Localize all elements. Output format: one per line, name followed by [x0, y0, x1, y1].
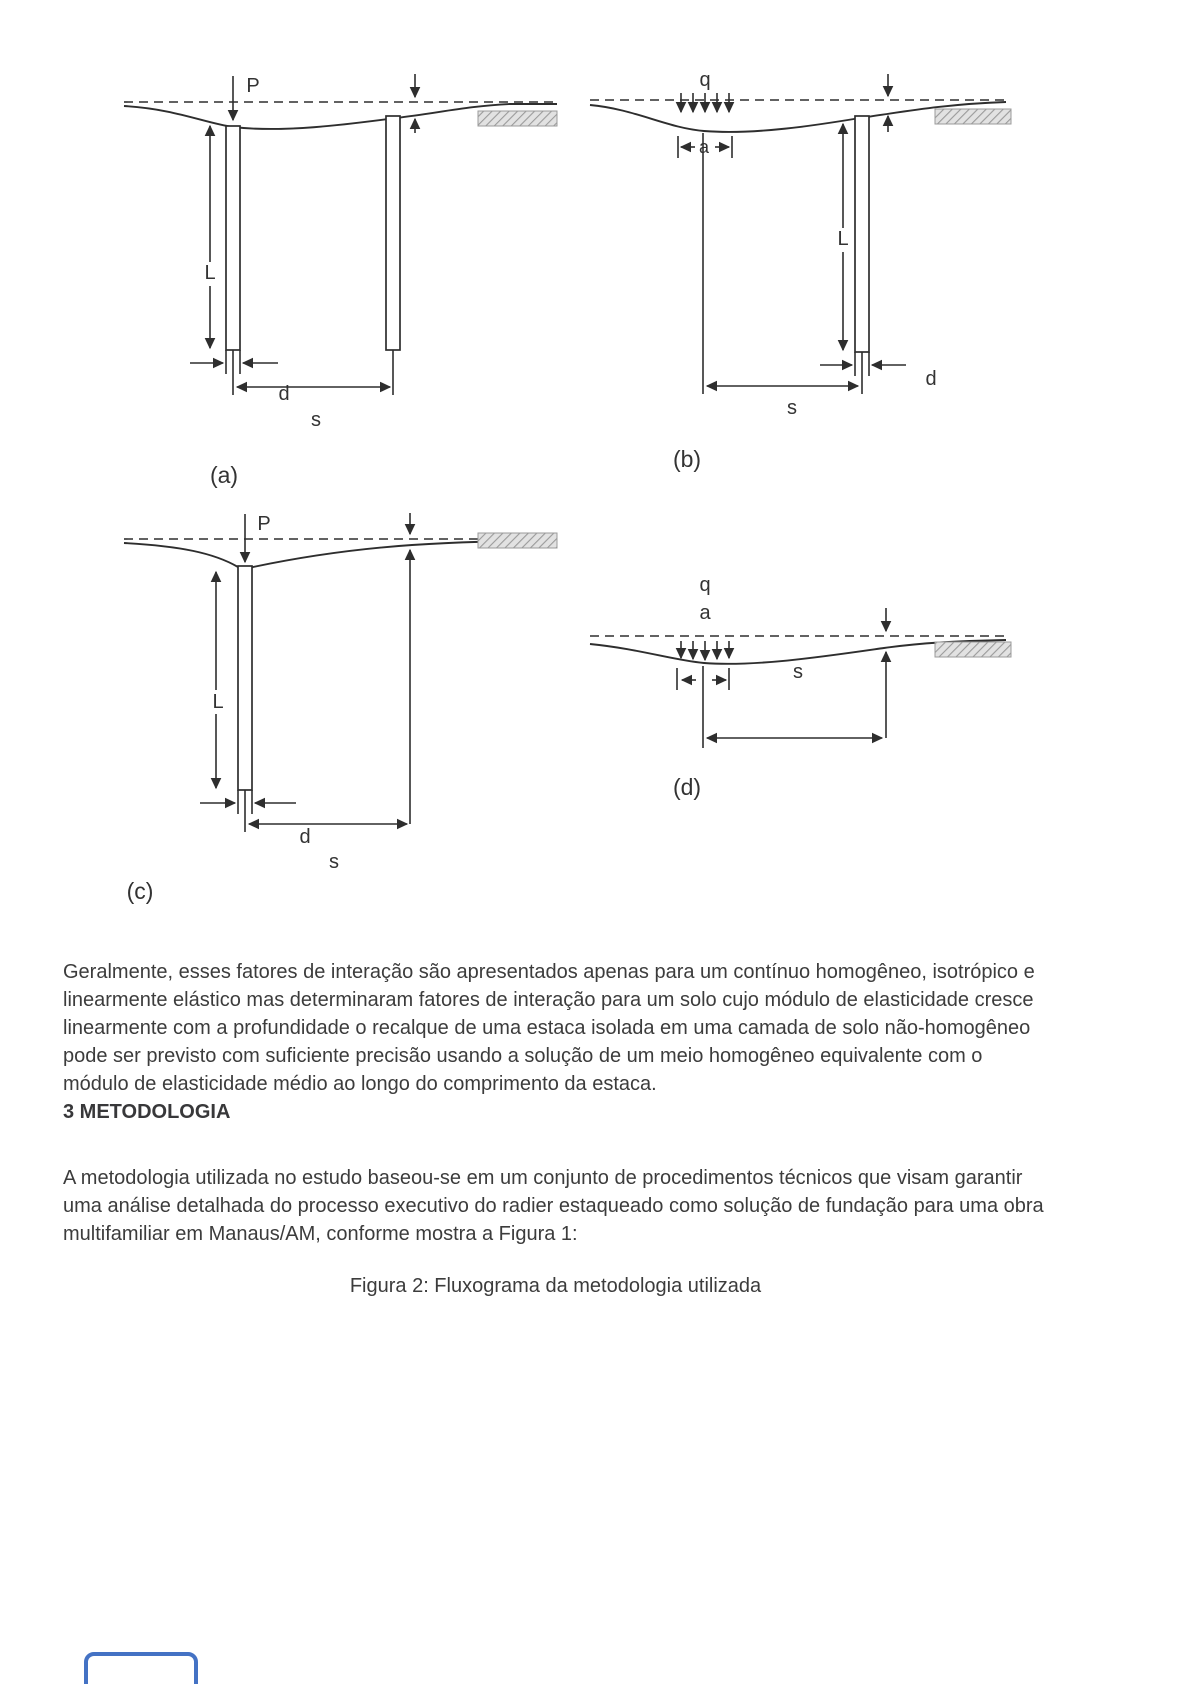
hatch-block: [477, 532, 558, 549]
panel-b-load-to-pile: q a L d: [589, 69, 1012, 472]
panel-caption: (b): [673, 446, 701, 472]
loaded-pile: [237, 565, 253, 791]
panel-caption: (a): [210, 462, 238, 488]
spacing-label: s: [311, 409, 321, 431]
diameter-label: d: [299, 826, 310, 848]
load-label: q: [699, 574, 710, 596]
panel-c-pile-to-soil: P L d s (c): [123, 513, 558, 904]
figure-pile-interaction-diagrams: P L d s (a): [123, 69, 1012, 904]
panel-a-pile-to-pile: P L d s (a): [123, 74, 558, 488]
loaded-pile: [225, 125, 241, 351]
flowchart-box-partial: [84, 1652, 198, 1684]
spacing-label: s: [787, 397, 797, 419]
load-label: P: [246, 75, 259, 97]
body-text: Geralmente, esses fatores de interação s…: [63, 958, 1048, 1300]
length-label: L: [204, 262, 215, 284]
paragraph-interaction-factors: Geralmente, esses fatores de interação s…: [63, 961, 1035, 1095]
diameter-label: d: [925, 368, 936, 390]
width-label: a: [699, 137, 710, 157]
width-label: a: [699, 602, 711, 624]
paragraph-methodology: A metodologia utilizada no estudo baseou…: [63, 1167, 1044, 1245]
hatch-block: [934, 641, 1012, 658]
panel-caption: (d): [673, 774, 701, 800]
settlement-curve: [123, 103, 557, 130]
section-heading-metodologia: 3 METODOLOGIA: [63, 1101, 231, 1123]
hatch-block: [934, 108, 1012, 125]
adjacent-pile: [854, 115, 870, 353]
load-label: P: [257, 513, 270, 535]
settlement-curve: [123, 540, 557, 571]
diameter-label: d: [278, 383, 289, 405]
hatch-block: [477, 110, 558, 127]
figure-2-caption: Figura 2: Fluxograma da metodologia util…: [349, 1275, 762, 1297]
panel-d-load-to-soil: q a s (d): [589, 574, 1012, 800]
length-label: L: [837, 228, 848, 250]
panel-caption: (c): [127, 878, 154, 904]
spacing-label: s: [793, 661, 803, 683]
spacing-label: s: [329, 851, 339, 873]
length-label: L: [212, 691, 223, 713]
adjacent-pile: [385, 115, 401, 351]
settlement-curve: [589, 101, 1007, 133]
load-label: q: [699, 69, 710, 91]
